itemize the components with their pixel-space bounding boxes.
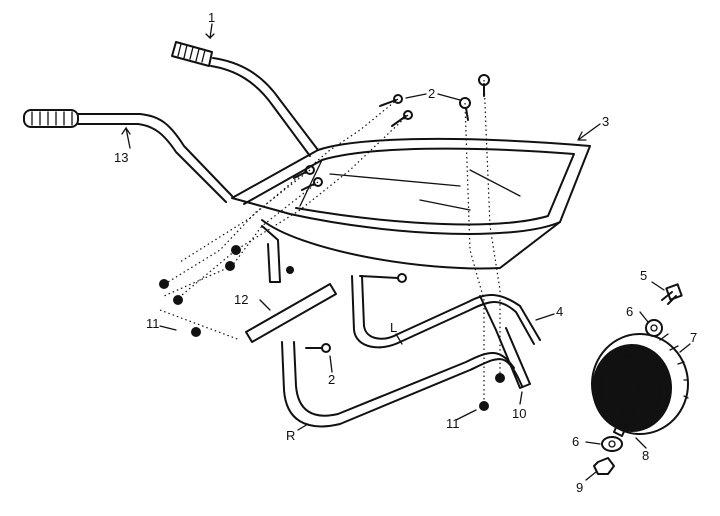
label-part-6-upper: 6 — [626, 304, 633, 319]
upper-handle — [210, 57, 319, 157]
upper-handle-grip — [171, 41, 213, 67]
label-left-leg: L — [390, 320, 397, 335]
axle-spacer — [613, 399, 637, 437]
label-part-13: 13 — [114, 150, 128, 165]
assembly-lines — [159, 79, 501, 406]
washer-lower — [601, 436, 623, 452]
label-part-5: 5 — [640, 268, 647, 283]
left-leg-frame — [351, 275, 541, 349]
label-part-8: 8 — [642, 448, 649, 463]
label-part-7: 7 — [690, 330, 697, 345]
lower-handle — [77, 113, 233, 203]
lower-handle-grip — [23, 109, 79, 128]
leader-lines — [121, 23, 691, 481]
label-part-9: 9 — [576, 480, 583, 495]
wheel-tire — [591, 333, 689, 435]
label-part-4: 4 — [556, 304, 563, 319]
axle-bolt — [661, 283, 683, 305]
label-part-1: 1 — [208, 10, 215, 25]
label-part-6-lower: 6 — [572, 434, 579, 449]
label-part-11-left: 11 — [146, 316, 160, 331]
stay-bolt — [305, 273, 407, 353]
label-part-12: 12 — [234, 292, 248, 307]
tray-bracket — [245, 225, 337, 343]
right-leg-frame — [281, 295, 531, 428]
tray — [231, 137, 591, 270]
label-part-11-lower: 11 — [446, 416, 460, 431]
hex-nuts — [159, 245, 505, 411]
label-part-10: 10 — [512, 406, 526, 421]
label-part-2-top: 2 — [428, 86, 435, 101]
axle-nut — [593, 457, 615, 475]
label-part-3: 3 — [602, 114, 609, 129]
carriage-bolts — [293, 74, 490, 191]
label-part-2-lower: 2 — [328, 372, 335, 387]
label-right-leg: R — [286, 428, 295, 443]
